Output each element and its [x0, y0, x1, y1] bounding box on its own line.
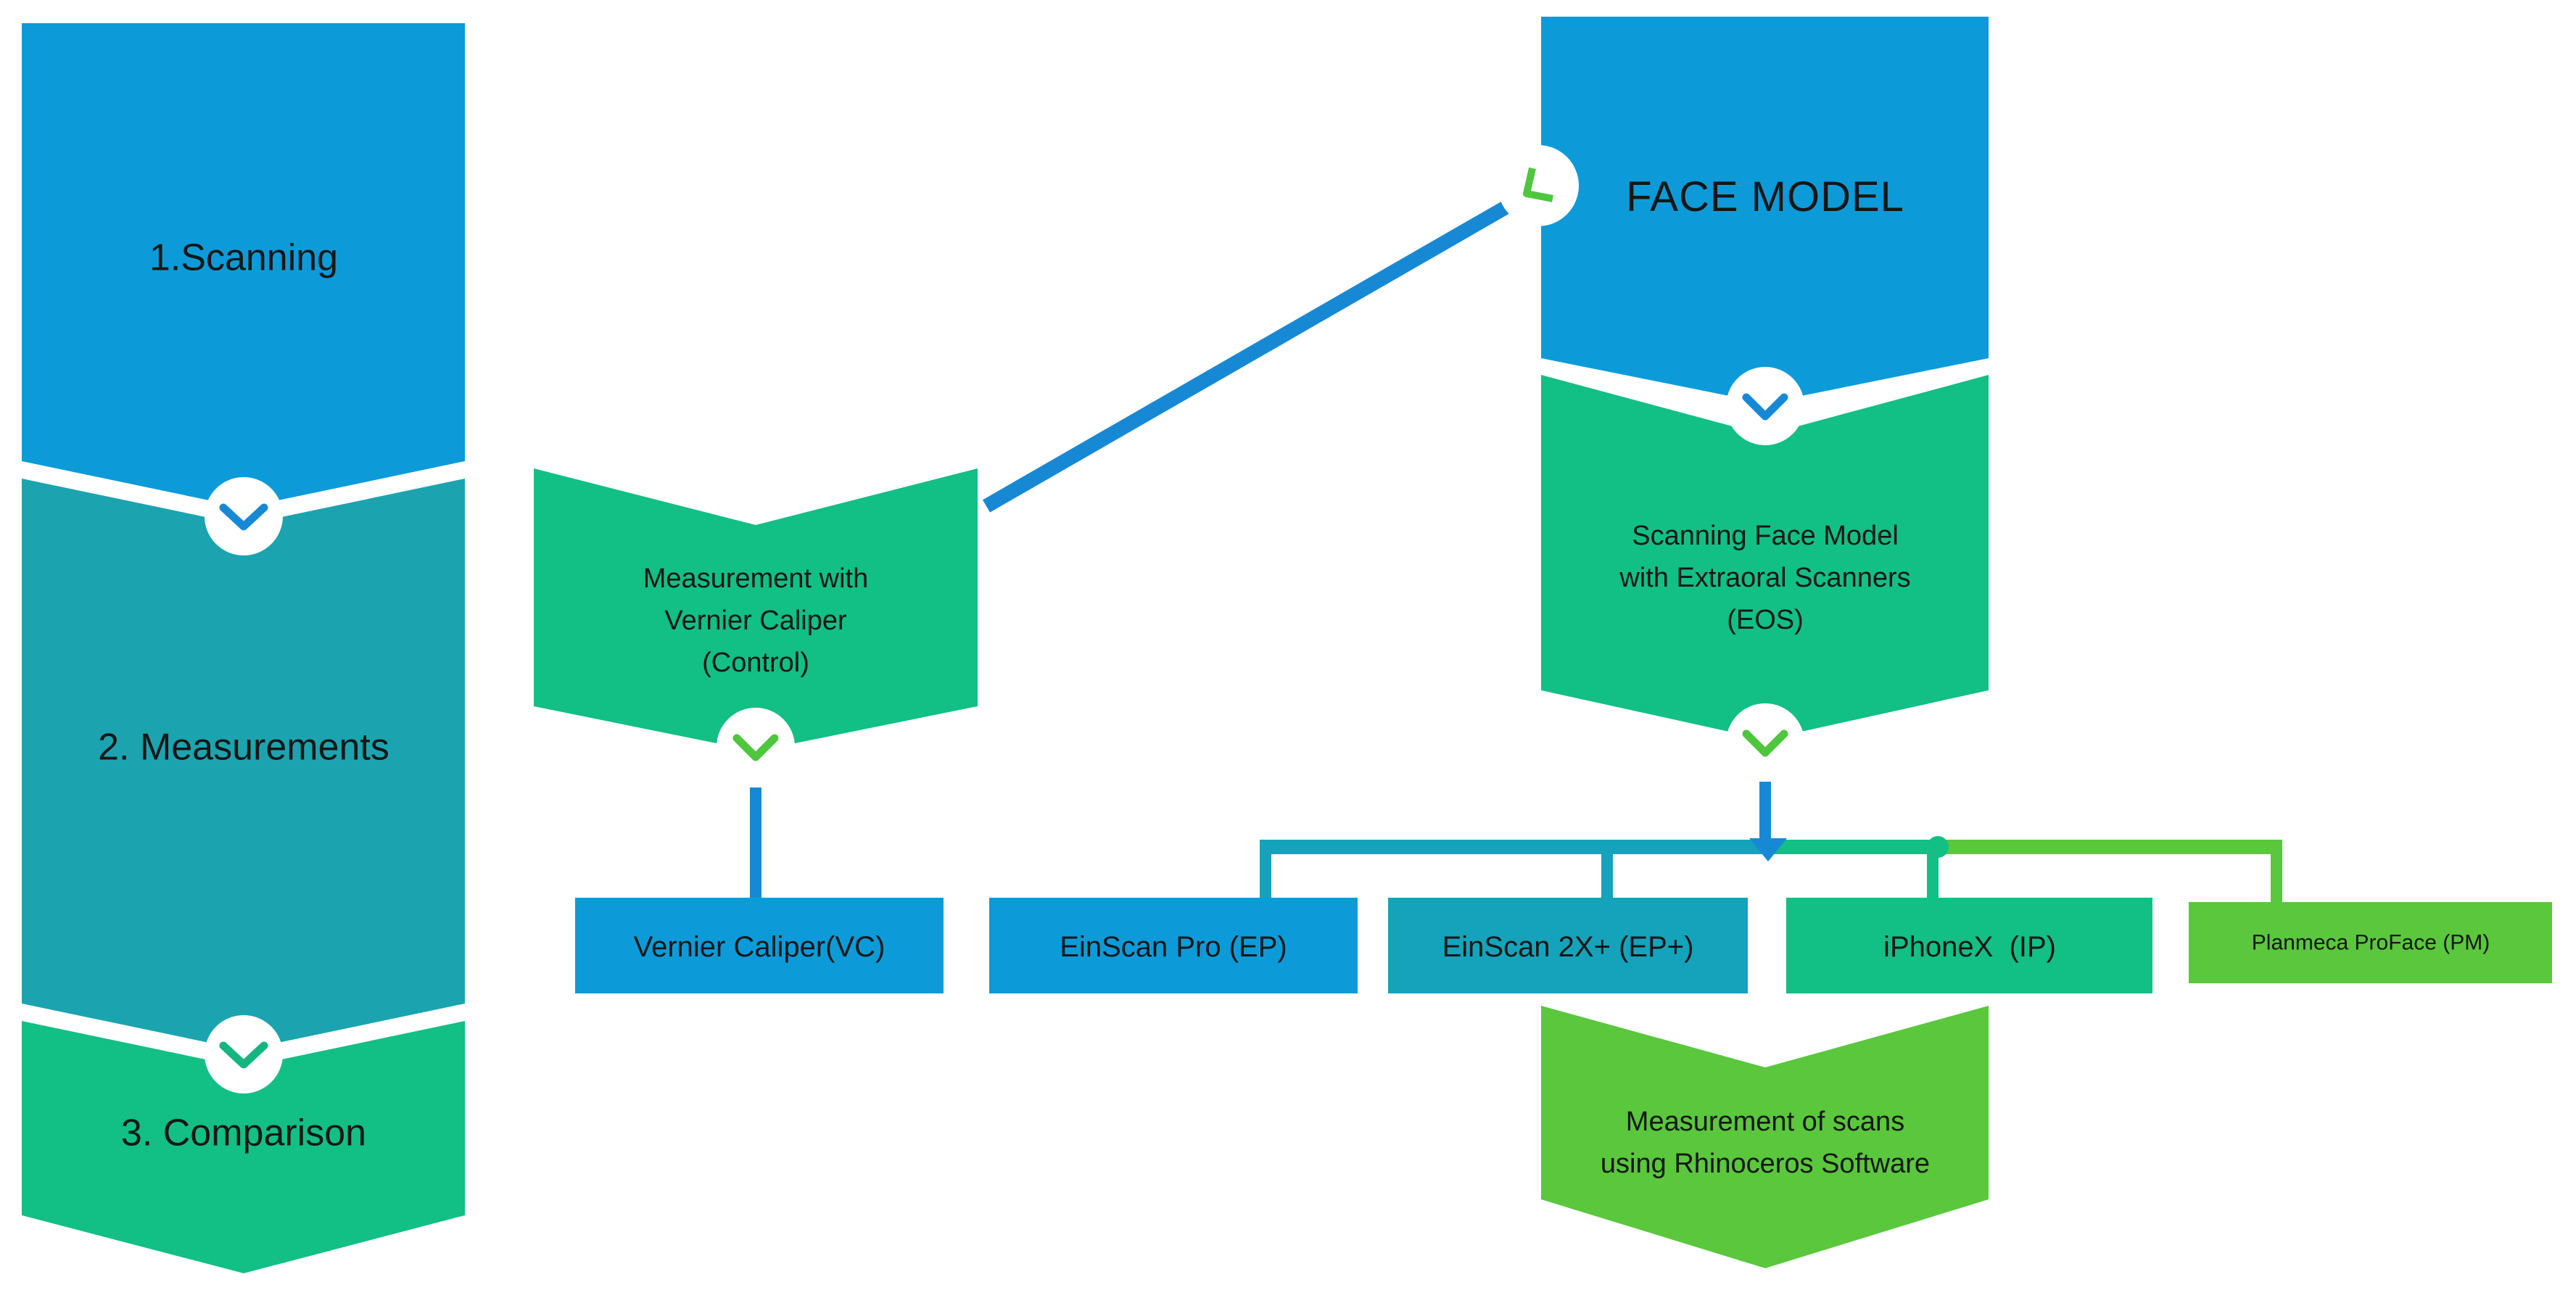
software-banner-shape [1541, 1006, 1989, 1268]
software-banner-line: Measurement of scans [1625, 1107, 1905, 1137]
software-banner-line: using Rhinoceros Software [1600, 1149, 1931, 1179]
vernier-caliper-box-label: Vernier Caliper(VC) [633, 931, 886, 963]
connector-circle [1726, 703, 1804, 782]
iphonex-box [1786, 898, 2152, 993]
step-2-measurements-shape [22, 479, 465, 1050]
vernier-caliper-box [575, 898, 944, 993]
control-banner-label: Measurement with Vernier Caliper (Contro… [553, 558, 959, 684]
control-banner-line: (Control) [702, 648, 809, 678]
eos-banner-line: with Extraoral Scanners [1619, 563, 1911, 593]
einscan-pro-box [989, 898, 1358, 993]
face-model-shape [1541, 17, 1989, 403]
arrowhead-down-icon [1749, 838, 1787, 861]
drop-planmeca [2271, 840, 2282, 902]
step-1-scanning-shape [22, 23, 465, 508]
eos-banner-label: Scanning Face Model with Extraoral Scann… [1562, 515, 1968, 641]
planmeca-box-label: Planmeca ProFace (PM) [2251, 930, 2490, 955]
chevron-down-icon [219, 1041, 268, 1069]
face-model-title: FACE MODEL [1626, 173, 1904, 221]
connector-circle [1726, 367, 1804, 445]
eos-drop-line [1759, 782, 1771, 843]
connector-circle [717, 708, 795, 786]
control-banner-line: Measurement with [643, 563, 869, 594]
angle-connector-icon [1523, 167, 1553, 202]
iphonex-box-label: iPhoneX (IP) [1883, 931, 2056, 963]
control-banner-shape [534, 468, 978, 751]
chevron-down-icon [1742, 393, 1788, 421]
einscan-2x-box [1388, 898, 1748, 993]
einscan-2x-box-label: EinScan 2X+ (EP+) [1442, 931, 1694, 963]
connector-circle [1498, 145, 1579, 226]
drop-iphonex [1927, 840, 1939, 898]
drop-einscan-2x [1601, 840, 1613, 898]
step-2-label: 2. Measurements [98, 726, 389, 769]
connector-circle [205, 477, 283, 555]
step-3-comparison-shape [22, 1021, 465, 1273]
bar-segment-light-green [1938, 840, 2282, 854]
diagonal-connector-line [983, 195, 1519, 513]
software-banner-label: Measurement of scans using Rhinoceros So… [1562, 1101, 1968, 1185]
eos-banner-shape [1541, 375, 1989, 740]
drop-einscan-pro [1260, 840, 1271, 898]
eos-banner-line: (EOS) [1727, 605, 1804, 635]
eos-banner-line: Scanning Face Model [1632, 521, 1899, 551]
einscan-pro-box-label: EinScan Pro (EP) [1060, 931, 1287, 963]
chevron-down-icon [732, 734, 779, 761]
connector-circle [205, 1015, 283, 1093]
control-banner-line: Vernier Caliper [664, 605, 847, 636]
bar-segment-green [1765, 840, 1938, 854]
bar-segment-teal [1260, 840, 1765, 854]
step-3-label: 3. Comparison [120, 1112, 367, 1154]
chevron-down-icon [219, 503, 268, 531]
planmeca-box [2189, 902, 2552, 983]
control-drop-line [750, 787, 761, 898]
step-1-label: 1.Scanning [149, 236, 339, 279]
chevron-down-icon [1742, 729, 1788, 757]
